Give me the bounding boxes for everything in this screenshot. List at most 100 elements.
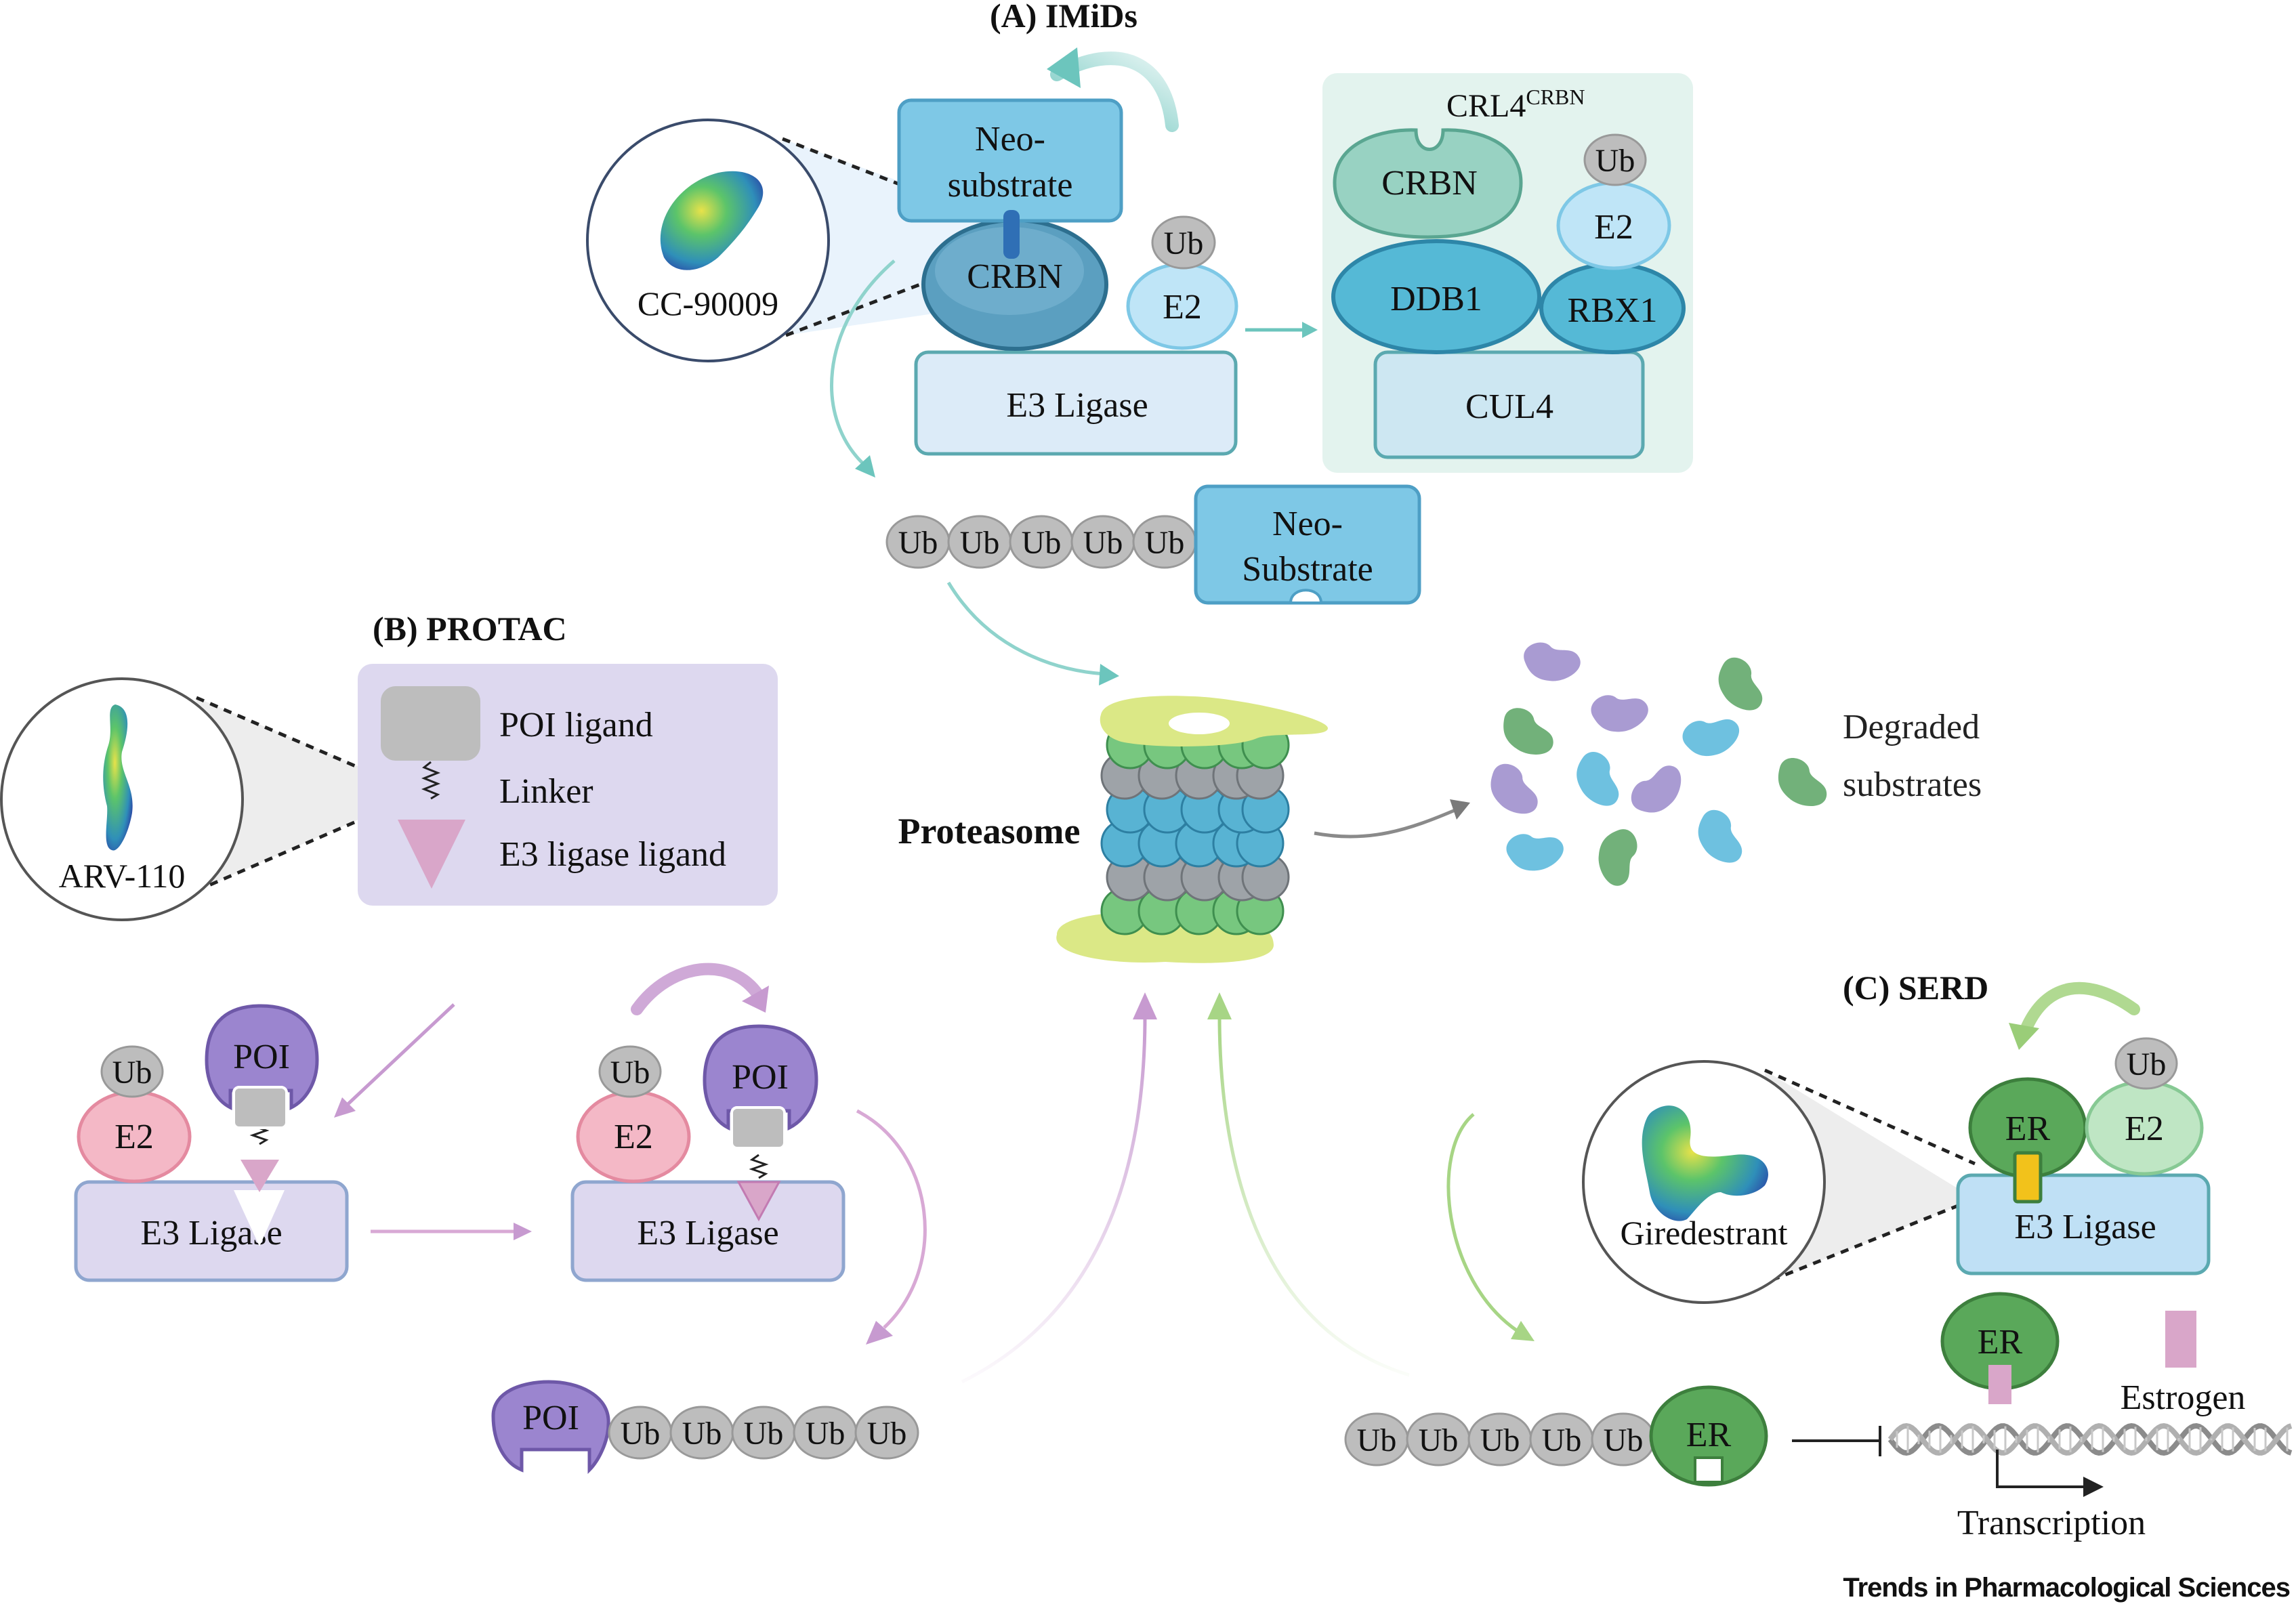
crl4-ddb1-label: DDB1 [1390, 280, 1482, 318]
protac-title: (B) PROTAC [373, 610, 567, 648]
imids-to-proteasome-arrow [946, 581, 1105, 676]
serd-release-arrow [2020, 982, 2140, 1036]
degraded-fragment [1778, 757, 1827, 806]
protac-ub-chain: POI Ub Ub Ub Ub Ub [491, 1380, 919, 1475]
giredestrant-molecule [1642, 1105, 1768, 1221]
serd-e3-ligase-label: E3 Ligase [2014, 1208, 2156, 1246]
serd-to-proteasome-arrow [1217, 1015, 1410, 1377]
degraded-fragment [1503, 708, 1553, 755]
serd-chain-ub-3: Ub [1480, 1422, 1520, 1458]
imids-chain-ub-2: Ub [960, 525, 1000, 561]
protac-chain-ub-3: Ub [744, 1416, 784, 1452]
imids-title: (A) IMiDs [990, 0, 1137, 35]
protac-left-e3 [74, 1180, 349, 1282]
protac-ubiquitination-arrow [856, 1109, 927, 1329]
protac-left-e2-label: E2 [114, 1118, 154, 1156]
imids-e2-label: E2 [1163, 288, 1202, 326]
protac-left-poi-label: POI [233, 1038, 290, 1076]
degraded-fragment [1631, 765, 1682, 813]
serd-ubiquitination-arrow [1446, 1113, 1519, 1333]
imids-ub [1151, 215, 1216, 270]
serd-chain-ub-2: Ub [1419, 1422, 1459, 1458]
linker-icon [421, 761, 441, 800]
crl4-cul4-label: CUL4 [1465, 387, 1553, 426]
imids-chain-ub-5: Ub [1145, 525, 1185, 561]
serd-free-er-label: ER [1978, 1323, 2023, 1362]
journal-footer: Trends in Pharmacological Sciences [1843, 1573, 2290, 1603]
imids-chain-ub-3: Ub [1022, 525, 1062, 561]
serd-chain-ub-5: Ub [1604, 1422, 1644, 1458]
giredestrant-magnifier: Giredestrant [1582, 1060, 1976, 1304]
protac-left-ub [100, 1045, 164, 1098]
arv110-magnifier: ARV-110 [0, 677, 421, 921]
transcription-arrow [1996, 1450, 2087, 1488]
serd-chain-ub-1: Ub [1357, 1422, 1397, 1458]
protac-chain-ub-5: Ub [867, 1416, 907, 1452]
estrogen-label: Estrogen [2121, 1378, 2246, 1417]
imids-ubiquitination-arrow [830, 259, 896, 469]
protac-chain-ub-2: Ub [682, 1416, 722, 1452]
degraded-fragment [1698, 809, 1742, 863]
serd-ub-chain: Ub Ub Ub Ub Ub ER [1344, 1385, 1768, 1487]
serd-complex: E3 Ligase ER E2 Ub [1956, 1037, 2211, 1275]
crl4-ub [1583, 133, 1647, 186]
protac-right-ub-label: Ub [610, 1055, 650, 1091]
imids-chain-ub-4: Ub [1083, 525, 1123, 561]
dna-strand [1887, 1422, 2293, 1456]
crl4-ub-label: Ub [1595, 143, 1635, 179]
crl4-panel: CRL4CRBN CUL4 DDB1 RBX1 CRBN E2 Ub [1322, 73, 1693, 473]
protac-legend-arrow [341, 1003, 455, 1111]
serd-title: (C) SERD [1843, 969, 1988, 1007]
imids-chain-neo-line2: Substrate [1242, 550, 1373, 589]
protac-transfer-arrow [631, 963, 765, 1015]
legend-poi-ligand: POI ligand [499, 706, 653, 744]
serd-er-label: ER [2005, 1110, 2051, 1148]
serd-drug-block [2013, 1151, 2043, 1204]
protac-legend-panel: POI ligand Linker E3 ligase ligand [358, 664, 778, 906]
imids-e3-ligase-label: E3 Ligase [1006, 386, 1148, 425]
crl4-crbn [1333, 128, 1523, 239]
transcription-label: Transcription [1957, 1504, 2146, 1542]
degraded-fragment [1598, 829, 1637, 886]
e3-ligand-icon [398, 820, 465, 889]
crl4-ddb1 [1331, 239, 1541, 354]
protac-chain-ub-4: Ub [806, 1416, 846, 1452]
dna-strand [1887, 1422, 2293, 1456]
degradation-arrow [1314, 807, 1457, 839]
crl4-rbx1-label: RBX1 [1568, 291, 1658, 330]
imids-chain-ub-1: Ub [898, 525, 938, 561]
protac-chain-ub-1: Ub [621, 1416, 661, 1452]
legend-e3-ligand: E3 ligase ligand [499, 835, 726, 874]
crl4-e2-label: E2 [1594, 208, 1633, 247]
degraded-fragment [1524, 642, 1581, 681]
imids-release-arrow [1050, 51, 1179, 132]
degraded-fragment [1577, 751, 1619, 806]
imids-ub-chain: Ub Ub Ub Ub Ub Neo- Substrate [885, 484, 1421, 605]
degraded-label-line2: substrates [1843, 765, 1982, 804]
protac-left-complex: E3 Ligase E2 Ub POI [74, 1004, 349, 1282]
degraded-fragment [1506, 834, 1564, 871]
serd-chain-er-label: ER [1686, 1416, 1732, 1454]
protac-right-e3-label: E3 Ligase [637, 1214, 778, 1252]
protac-to-proteasome-arrow [961, 1015, 1147, 1384]
arv110-label: ARV-110 [59, 857, 186, 895]
imids-neo-substrate-line2: substrate [948, 166, 1073, 205]
giredestrant-label: Giredestrant [1620, 1214, 1787, 1252]
degraded-label-line1: Degraded [1843, 708, 1980, 746]
protac-left-poi [205, 1004, 319, 1111]
protac-right-e2-label: E2 [614, 1118, 653, 1156]
crl4-cul4 [1373, 350, 1645, 459]
estrogen-icon [2165, 1311, 2196, 1368]
degraded-fragments [1490, 642, 1827, 886]
cc90009-label: CC-90009 [638, 284, 778, 322]
degraded-fragment [1591, 695, 1648, 732]
poi-ligand-icon [381, 686, 480, 761]
crl4-title: CRL4CRBN [1446, 85, 1585, 124]
imids-glue-molecule [1003, 210, 1020, 259]
serd-e2-label: E2 [2125, 1110, 2164, 1148]
cc90009-molecule [660, 171, 764, 270]
legend-linker: Linker [499, 772, 593, 811]
serd-chain-ub-4: Ub [1542, 1422, 1582, 1458]
protac-right-complex: E3 Ligase E2 Ub POI [570, 1024, 846, 1282]
imids-ub-label: Ub [1164, 226, 1204, 261]
